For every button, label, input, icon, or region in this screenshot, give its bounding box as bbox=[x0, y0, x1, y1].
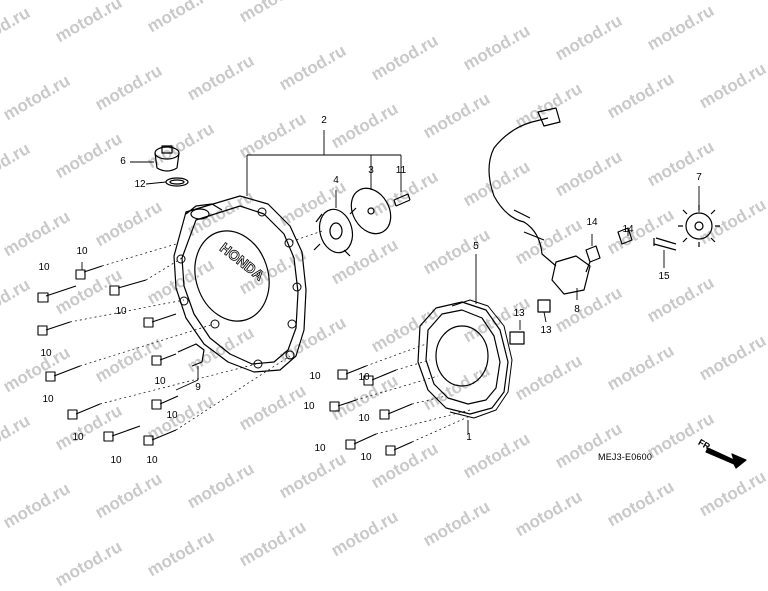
exploded-view-drawing: HONDA bbox=[37, 107, 747, 469]
collar-b[interactable] bbox=[537, 299, 551, 313]
projection-lines bbox=[69, 230, 471, 443]
clamp[interactable] bbox=[177, 343, 205, 367]
callout-10[interactable]: 10 bbox=[110, 455, 122, 466]
bolt-14a[interactable] bbox=[585, 245, 601, 273]
diagram-code: MEJ3-E0600 bbox=[598, 452, 653, 462]
front-direction-indicator: FR. bbox=[696, 437, 750, 466]
callout-3[interactable]: 3 bbox=[368, 165, 374, 176]
callout-14[interactable]: 14 bbox=[586, 217, 598, 228]
left-cover[interactable] bbox=[173, 195, 307, 373]
front-arrow-label: FR. bbox=[696, 437, 715, 453]
callout-8[interactable]: 8 bbox=[574, 304, 580, 315]
rotor[interactable] bbox=[313, 206, 357, 257]
callout-10[interactable]: 10 bbox=[38, 262, 50, 273]
callout-6[interactable]: 6 bbox=[120, 156, 126, 167]
callout-10[interactable]: 10 bbox=[358, 413, 370, 424]
bolt-11[interactable] bbox=[393, 193, 411, 207]
cover-emblem: HONDA bbox=[217, 239, 267, 283]
callout-10[interactable]: 10 bbox=[40, 348, 52, 359]
callout-2[interactable]: 2 bbox=[321, 115, 327, 126]
callout-10[interactable]: 10 bbox=[154, 376, 166, 387]
collar-a[interactable] bbox=[509, 331, 525, 345]
callout-14[interactable]: 14 bbox=[622, 224, 634, 235]
callout-9[interactable]: 9 bbox=[195, 382, 201, 393]
callout-15[interactable]: 15 bbox=[658, 271, 670, 282]
bolt-14b[interactable] bbox=[617, 227, 633, 245]
callout-11[interactable]: 11 bbox=[395, 165, 407, 176]
oil-filler-cap[interactable] bbox=[154, 145, 180, 172]
left-bolts[interactable] bbox=[37, 265, 179, 446]
front-arrow-icon bbox=[705, 447, 747, 469]
callout-10[interactable]: 10 bbox=[358, 372, 370, 383]
callout-1[interactable]: 1 bbox=[466, 432, 472, 443]
callout-10[interactable]: 10 bbox=[76, 246, 88, 257]
callout-10[interactable]: 10 bbox=[303, 401, 315, 412]
right-cover[interactable] bbox=[417, 301, 509, 415]
callout-10[interactable]: 10 bbox=[314, 443, 326, 454]
callout-10[interactable]: 10 bbox=[309, 371, 321, 382]
callout-7[interactable]: 7 bbox=[696, 172, 702, 183]
callout-4[interactable]: 4 bbox=[333, 175, 339, 186]
o-ring[interactable] bbox=[165, 177, 189, 187]
callout-12[interactable]: 12 bbox=[134, 179, 146, 190]
callout-5[interactable]: 5 bbox=[473, 241, 479, 252]
callout-13[interactable]: 13 bbox=[540, 325, 552, 336]
sensor-harness[interactable] bbox=[488, 107, 591, 295]
callout-10[interactable]: 10 bbox=[360, 452, 372, 463]
callout-10[interactable]: 10 bbox=[42, 394, 54, 405]
leader-lines bbox=[81, 130, 700, 434]
bolt-15[interactable] bbox=[653, 237, 677, 251]
callout-13[interactable]: 13 bbox=[513, 308, 525, 319]
callout-10[interactable]: 10 bbox=[166, 410, 178, 421]
right-bolts[interactable] bbox=[329, 365, 413, 456]
plate-disc[interactable] bbox=[343, 181, 398, 241]
callout-10[interactable]: 10 bbox=[115, 306, 127, 317]
left-cover-bolt-bosses bbox=[176, 207, 302, 369]
callout-10[interactable]: 10 bbox=[146, 455, 158, 466]
callout-10[interactable]: 10 bbox=[72, 432, 84, 443]
